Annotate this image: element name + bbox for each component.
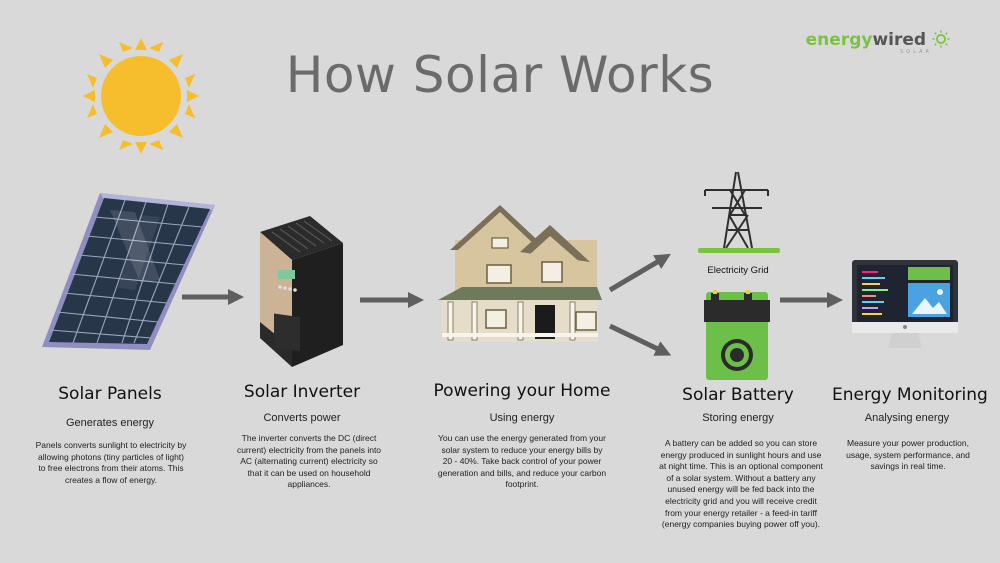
step-desc-energy-monitoring: Measure your power production, usage, sy… — [846, 438, 970, 472]
inverter-icon — [260, 216, 343, 367]
page-title: How Solar Works — [285, 46, 715, 104]
step-subtitle-energy-monitoring: Analysing energy — [864, 412, 950, 424]
solar-panel-icon — [42, 193, 215, 350]
step-subtitle-solar-panels: Generates energy — [65, 417, 155, 429]
brand-sun-icon — [932, 30, 950, 48]
battery-icon — [704, 290, 770, 380]
arrow-home-to-grid — [608, 253, 671, 293]
step-subtitle-solar-battery: Storing energy — [702, 412, 774, 424]
brand-tagline: SOLAR — [900, 49, 932, 55]
house-icon — [438, 205, 602, 342]
grass-strip — [698, 248, 780, 253]
arrow-home-to-battery — [608, 323, 672, 356]
step-subtitle-powering-home: Using energy — [489, 412, 555, 424]
brand-logo: energywired SOLAR — [805, 30, 950, 55]
step-title-solar-inverter: Solar Inverter — [243, 382, 361, 402]
step-title-powering-home: Powering your Home — [433, 381, 611, 401]
step-title-solar-panels: Solar Panels — [58, 384, 162, 404]
step-desc-solar-inverter: The inverter converts the DC (direct cur… — [236, 433, 382, 490]
brand-name-part1: energy — [805, 30, 873, 50]
step-desc-solar-panels: Panels converts sunlight to electricity … — [35, 440, 187, 485]
electricity-pylon-icon — [704, 171, 769, 249]
step-desc-solar-battery: A battery can be added so you can store … — [659, 438, 823, 530]
sun-icon — [83, 38, 199, 154]
step-title-energy-monitoring: Energy Monitoring — [832, 385, 988, 405]
brand-name-part2: wired — [872, 30, 927, 50]
step-subtitle-solar-inverter: Converts power — [263, 412, 341, 424]
step-title-solar-battery: Solar Battery — [682, 385, 794, 405]
grid-label: Electricity Grid — [707, 265, 769, 276]
monitor-icon — [852, 260, 958, 348]
step-desc-powering-home: You can use the energy generated from yo… — [437, 433, 607, 490]
